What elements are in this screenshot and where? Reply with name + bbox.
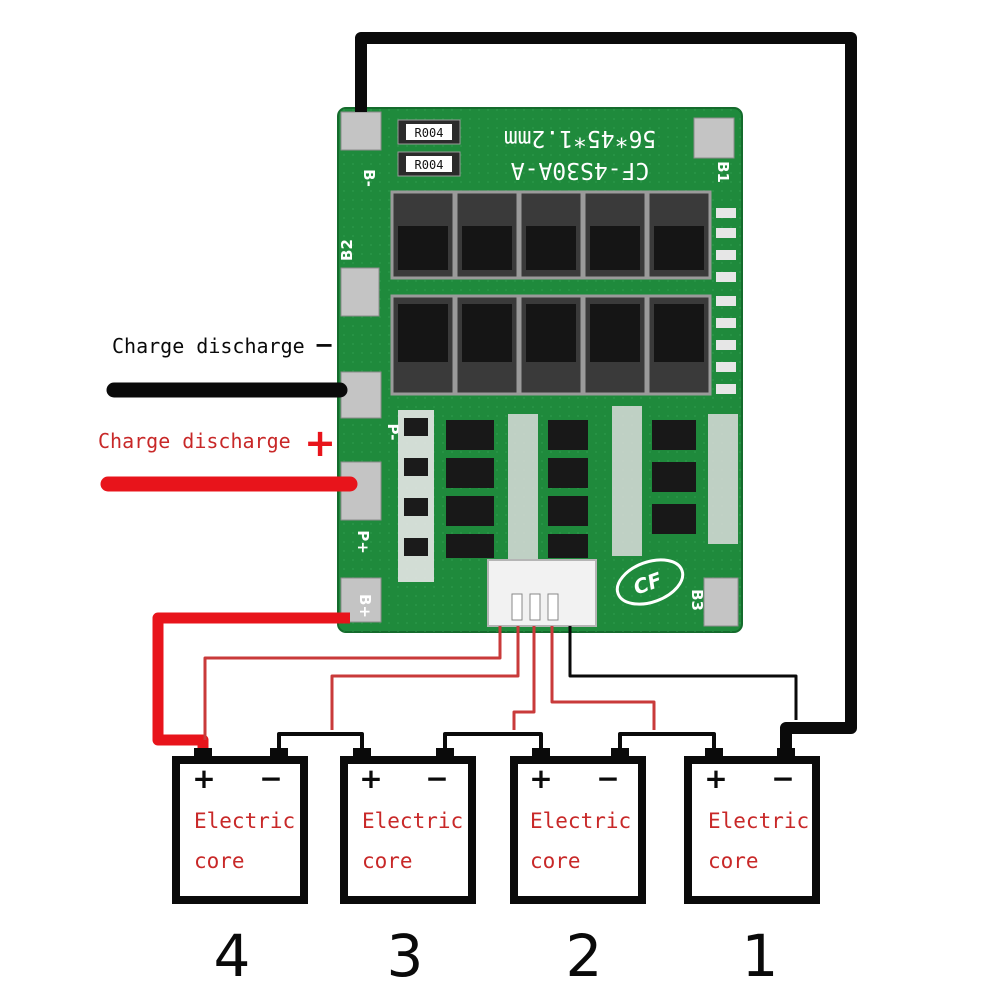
pad-b3 xyxy=(703,577,739,627)
cell-3-minus: − xyxy=(425,762,448,795)
positive-lead-label: Charge discharge xyxy=(98,429,291,453)
cell-4-body xyxy=(172,756,308,904)
board-label-b1: B1 xyxy=(714,161,732,183)
cell-1: + − Electric core 1 xyxy=(684,748,820,990)
balance-wires xyxy=(203,626,798,740)
negative-lead-sign: − xyxy=(314,331,334,359)
cell-2-body xyxy=(510,756,646,904)
board-label-p-plus: P+ xyxy=(354,530,372,554)
board-label-b-minus: B- xyxy=(360,169,378,187)
cell-1-plus: + xyxy=(704,762,727,795)
cell-3: + − Electric core 3 xyxy=(340,748,476,990)
cell-4-minus: − xyxy=(259,762,282,795)
series-link-2-1 xyxy=(618,732,716,758)
pad-b-minus xyxy=(340,111,382,151)
sense-wire-cell2b xyxy=(550,626,656,730)
cell-2-plus: + xyxy=(529,762,552,795)
sense-wire-cell3 xyxy=(330,626,520,730)
wire-b-plus-to-cell4 xyxy=(152,612,350,756)
negative-lead-label: Charge discharge xyxy=(112,334,305,358)
shunt-resistor-2-label: R004 xyxy=(415,158,444,172)
shunt-resistor-2-face xyxy=(406,156,452,172)
board-label-b3: B3 xyxy=(688,589,706,611)
cell-2-label-line1: Electric xyxy=(530,809,631,833)
board-model-text: CF-4S30A-A xyxy=(511,157,650,183)
cell-3-label-line2: core xyxy=(362,849,413,873)
cell-3-plus: + xyxy=(359,762,382,795)
positive-lead-sign: + xyxy=(304,421,336,465)
cell-2: + − Electric core 2 xyxy=(510,748,646,990)
shunt-resistor-1-label: R004 xyxy=(415,126,444,140)
pad-p-minus xyxy=(340,371,382,419)
cell-3-number: 3 xyxy=(387,922,424,990)
cell-4-label-line2: core xyxy=(194,849,245,873)
shunt-resistor-1-face xyxy=(406,124,452,140)
cell-1-label-line1: Electric xyxy=(708,809,809,833)
sense-wire-cell1 xyxy=(568,626,798,720)
series-link-3-2 xyxy=(443,732,543,758)
board-label-b-plus: B+ xyxy=(356,594,374,618)
series-links xyxy=(277,732,716,758)
cell-3-body xyxy=(340,756,476,904)
cell-2-minus: − xyxy=(596,762,619,795)
cell-4-number: 4 xyxy=(214,922,251,990)
cell-3-label-line1: Electric xyxy=(362,809,463,833)
cell-2-number: 2 xyxy=(566,922,603,990)
sense-wire-cell2a xyxy=(512,626,536,730)
board-label-p-minus: P- xyxy=(384,424,402,441)
smd-column-right xyxy=(716,208,736,394)
pad-b2 xyxy=(340,267,380,317)
cell-4: + − Electric core 4 xyxy=(172,748,308,990)
board-label-b2: B2 xyxy=(338,239,356,261)
main-wires xyxy=(100,32,857,756)
cell-4-plus: + xyxy=(192,762,215,795)
cell-1-minus: − xyxy=(771,762,794,795)
sense-wire-cell4 xyxy=(203,626,502,740)
balance-connector xyxy=(487,559,597,627)
wire-b-minus-to-cell1 xyxy=(355,32,857,756)
pad-b1 xyxy=(693,117,735,159)
mosfet-row-top xyxy=(390,190,712,280)
board-size-text: 56*45*1.2mm xyxy=(504,125,656,151)
cell-1-number: 1 xyxy=(742,922,779,990)
control-circuit-area xyxy=(398,406,738,582)
series-link-4-3 xyxy=(277,732,364,758)
cell-4-label-line1: Electric xyxy=(194,809,295,833)
cell-2-label-line2: core xyxy=(530,849,581,873)
pcb-board: R004 R004 56*45*1.2mm CF-4S30A-A B- B1 B… xyxy=(337,107,743,633)
cell-1-label-line2: core xyxy=(708,849,759,873)
cell-1-body xyxy=(684,756,820,904)
mosfet-row-bottom xyxy=(390,294,712,396)
